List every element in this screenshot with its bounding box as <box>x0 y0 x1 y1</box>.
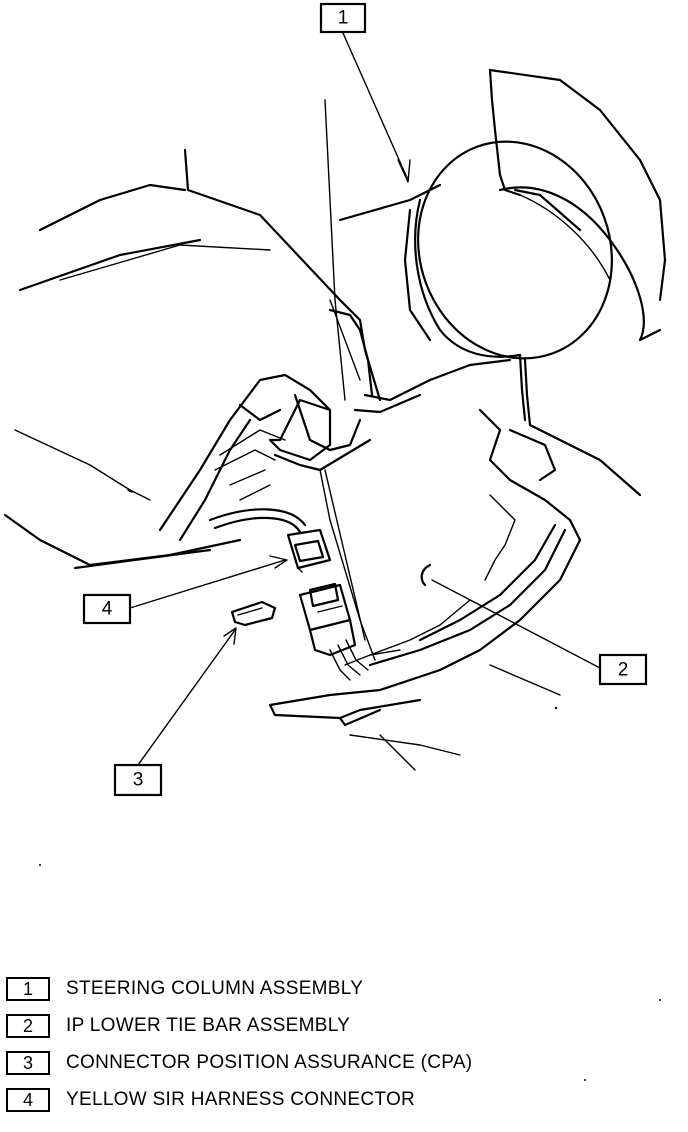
legend-number: 4 <box>6 1087 50 1112</box>
legend-number: 3 <box>6 1050 50 1075</box>
parts-legend: 1 STEERING COLUMN ASSEMBLY 2 IP LOWER TI… <box>6 970 666 1118</box>
legend-label: CONNECTOR POSITION ASSURANCE (CPA) <box>66 1051 473 1073</box>
mating-connector <box>298 582 357 657</box>
callout-3: 3 <box>113 763 163 797</box>
legend-number: 2 <box>6 1013 50 1038</box>
callout-2: 2 <box>598 653 648 686</box>
legend-number: 1 <box>6 976 50 1001</box>
steering-column <box>324 68 667 427</box>
callout-1-number: 1 <box>338 8 349 29</box>
callout-3-number: 3 <box>133 770 144 791</box>
legend-item: 2 IP LOWER TIE BAR ASSEMBLY <box>6 1007 666 1044</box>
callout-1: 1 <box>319 2 367 34</box>
legend-item: 1 STEERING COLUMN ASSEMBLY <box>6 970 666 1007</box>
legend-item: 4 YELLOW SIR HARNESS CONNECTOR <box>6 1081 666 1118</box>
sir-harness-connector <box>286 528 332 573</box>
legend-label: YELLOW SIR HARNESS CONNECTOR <box>66 1088 416 1110</box>
callout-4: 4 <box>82 593 132 625</box>
cpa-clip <box>230 600 277 627</box>
callout-4-number: 4 <box>102 599 113 620</box>
column-mount <box>268 393 376 661</box>
callout-2-number: 2 <box>618 660 629 681</box>
instrument-panel-left <box>3 148 382 570</box>
legend-item: 3 CONNECTOR POSITION ASSURANCE (CPA) <box>6 1044 666 1081</box>
legend-label: IP LOWER TIE BAR ASSEMBLY <box>66 1014 351 1036</box>
scan-specks <box>39 489 661 1081</box>
leader-lines <box>129 32 601 766</box>
ip-lower-tie-bar <box>268 408 642 771</box>
legend-label: STEERING COLUMN ASSEMBLY <box>66 977 364 999</box>
